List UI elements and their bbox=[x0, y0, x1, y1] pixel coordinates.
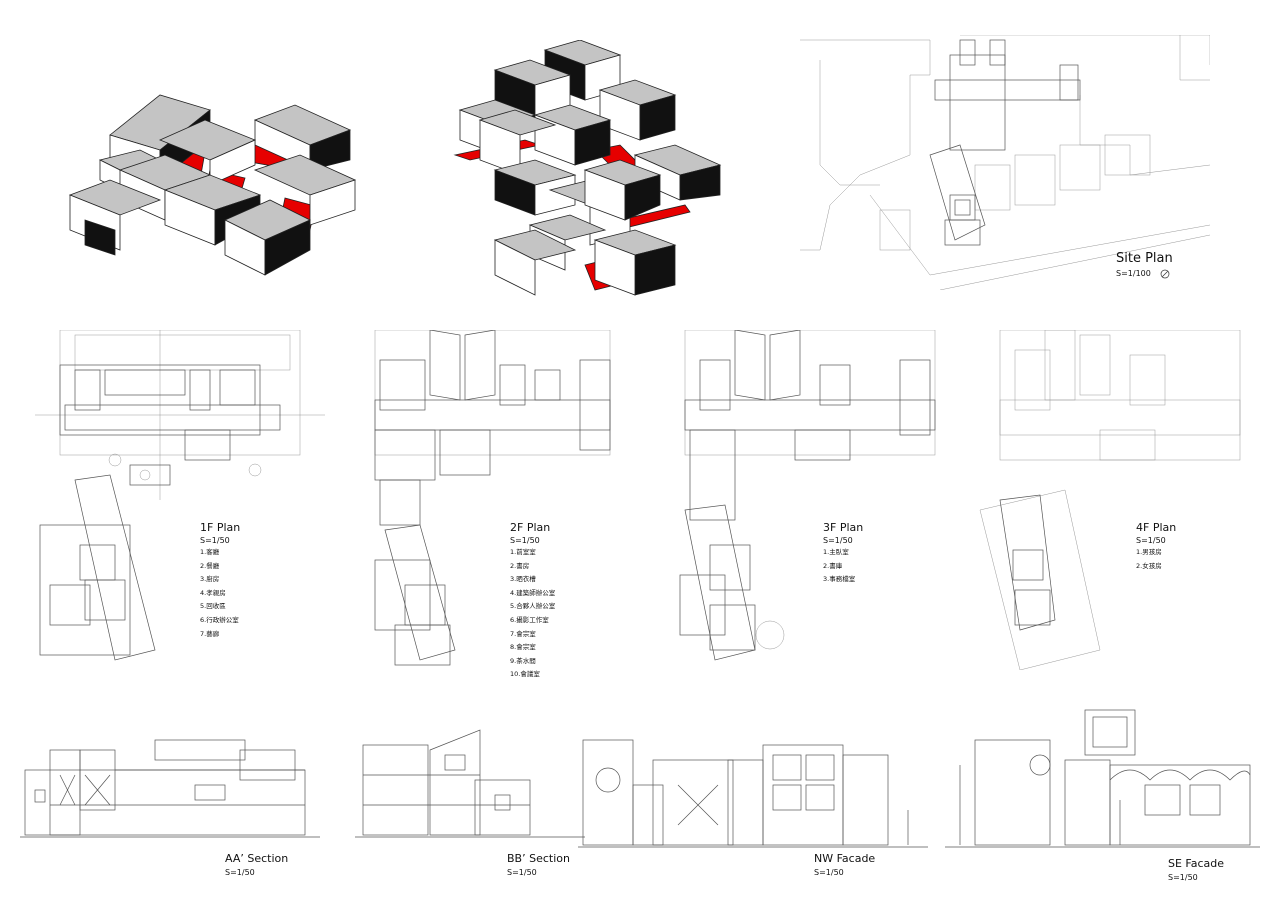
room-legend-item: 2.書庫 bbox=[823, 561, 843, 570]
room-legend-item: 1.客廳 bbox=[200, 548, 220, 556]
site-plan-scale: S=1/100 bbox=[1116, 269, 1151, 278]
facade-nw: NW Facade S=1/50 bbox=[578, 725, 928, 885]
room-legend-item: 3.廚房 bbox=[200, 575, 220, 584]
room-legend-item: 2.書房 bbox=[510, 561, 530, 570]
plan-3f-title: 3F Plan bbox=[823, 521, 864, 534]
room-legend-item: 9.茶水間 bbox=[510, 656, 536, 665]
plan-2f-room-list: 1.前室室 2.書房 3.晒衣槽 4.建築師辦公室 5.合夥人辦公室 6.攝影工… bbox=[510, 546, 555, 682]
plan-1f-room-list: 1.客廳 2.餐廳 3.廚房 4.孝親房 5.回收區 6.行政辦公室 7.藝廊 bbox=[200, 546, 239, 641]
floor-plan-1f: 1F Plan S=1/50 1.客廳 2.餐廳 3.廚房 4.孝親房 5.回收… bbox=[35, 330, 325, 670]
plan-2f-scale: S=1/50 bbox=[510, 536, 540, 545]
facade-se-scale: S=1/50 bbox=[1168, 873, 1198, 882]
room-legend-item: 3.事務檔室 bbox=[823, 575, 856, 584]
room-legend-item: 2.女孩房 bbox=[1136, 561, 1162, 570]
room-legend-item: 4.孝親房 bbox=[200, 588, 226, 597]
plan-4f-title: 4F Plan bbox=[1136, 521, 1177, 534]
section-bb: BB’ Section S=1/50 bbox=[355, 725, 585, 885]
room-legend-item: 1.男孩房 bbox=[1136, 548, 1162, 556]
section-aa-title: AA’ Section bbox=[225, 852, 289, 865]
plan-3f-scale: S=1/50 bbox=[823, 536, 853, 545]
facade-nw-title: NW Facade bbox=[814, 852, 876, 865]
room-legend-item: 1.前室室 bbox=[510, 548, 536, 556]
facade-nw-scale: S=1/50 bbox=[814, 868, 844, 877]
floor-plan-4f: 4F Plan S=1/50 1.男孩房 2.女孩房 bbox=[975, 330, 1245, 670]
room-legend-item: 8.會宗室 bbox=[510, 643, 536, 652]
section-bb-scale: S=1/50 bbox=[507, 868, 537, 877]
axonometric-massing-1 bbox=[60, 80, 370, 290]
north-arrow-icon bbox=[1160, 269, 1170, 279]
section-aa: AA’ Section S=1/50 bbox=[20, 725, 320, 885]
room-legend-item: 2.餐廳 bbox=[200, 561, 220, 570]
site-plan-title: Site Plan bbox=[1116, 251, 1173, 266]
facade-se: SE Facade S=1/50 bbox=[945, 705, 1260, 890]
section-bb-title: BB’ Section bbox=[507, 852, 570, 865]
room-legend-item: 7.會宗室 bbox=[510, 629, 536, 638]
room-legend-item: 3.晒衣槽 bbox=[510, 575, 536, 584]
plan-1f-title: 1F Plan bbox=[200, 521, 241, 534]
site-plan-drawing: Site Plan S=1/100 bbox=[800, 35, 1210, 290]
room-legend-item: 10.會議室 bbox=[510, 670, 540, 679]
plan-4f-room-list: 1.男孩房 2.女孩房 bbox=[1136, 546, 1162, 573]
plan-1f-scale: S=1/50 bbox=[200, 536, 230, 545]
plan-4f-scale: S=1/50 bbox=[1136, 536, 1166, 545]
room-legend-item: 5.合夥人辦公室 bbox=[510, 602, 556, 611]
floor-plan-2f: 2F Plan S=1/50 1.前室室 2.書房 3.晒衣槽 4.建築師辦公室… bbox=[345, 330, 635, 685]
room-legend-item: 5.回收區 bbox=[200, 602, 226, 611]
room-legend-item: 4.建築師辦公室 bbox=[510, 588, 556, 597]
facade-se-title: SE Facade bbox=[1168, 857, 1225, 870]
room-legend-item: 6.行政辦公室 bbox=[200, 615, 239, 624]
plan-3f-room-list: 1.主臥室 2.書庫 3.事務檔室 bbox=[823, 546, 855, 587]
room-legend-item: 6.攝影工作室 bbox=[510, 615, 549, 624]
room-legend-item: 7.藝廊 bbox=[200, 629, 220, 638]
floor-plan-3f: 3F Plan S=1/50 1.主臥室 2.書庫 3.事務檔室 bbox=[660, 330, 950, 670]
plan-2f-title: 2F Plan bbox=[510, 521, 551, 534]
axonometric-exploded-2 bbox=[445, 40, 735, 300]
section-aa-scale: S=1/50 bbox=[225, 868, 255, 877]
room-legend-item: 1.主臥室 bbox=[823, 548, 849, 556]
